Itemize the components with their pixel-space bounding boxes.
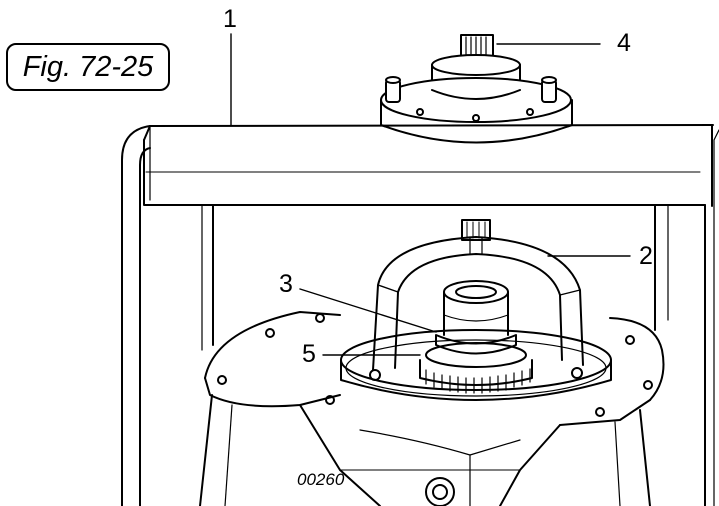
callout-4: 4	[617, 29, 631, 57]
press-head	[380, 34, 573, 241]
puller-bridge	[372, 236, 584, 371]
gearbox-housing	[199, 311, 665, 506]
callout-3: 3	[279, 270, 293, 298]
callout-1: 1	[223, 5, 237, 33]
callout-2: 2	[639, 242, 653, 270]
drawing-number: 00260	[297, 470, 345, 489]
leader-3	[299, 288, 437, 333]
gear-assembly	[340, 329, 612, 401]
callout-5: 5	[302, 340, 316, 368]
leader-lines	[230, 33, 631, 356]
press-frame	[121, 124, 719, 506]
figure-label: Fig. 72-25	[6, 43, 170, 91]
